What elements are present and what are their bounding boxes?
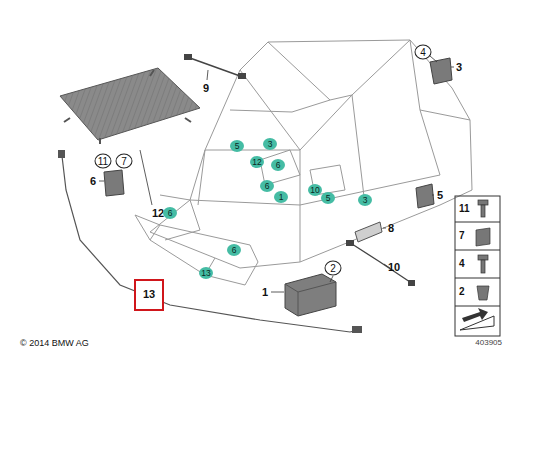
position-marker: 5 xyxy=(321,192,335,204)
callout-number: 7 xyxy=(116,154,133,169)
table-cell: 4 xyxy=(459,259,465,269)
callout-number: 1 xyxy=(262,287,268,298)
callout-number: 13 xyxy=(143,288,155,301)
drawing-number: 403905 xyxy=(475,339,502,347)
callout-number: 5 xyxy=(437,190,443,201)
callout-number: 2 xyxy=(325,261,342,276)
callout-number: 4 xyxy=(415,45,432,60)
callout-number: 9 xyxy=(203,83,209,94)
position-marker: 12 xyxy=(250,156,264,168)
position-marker: 3 xyxy=(358,194,372,206)
position-marker: 6 xyxy=(227,244,241,256)
table-cell: 11 xyxy=(459,204,470,214)
position-marker: 6 xyxy=(163,207,177,219)
callout-number: 10 xyxy=(388,262,400,273)
callout-number: 11 xyxy=(95,154,112,169)
callout-number: 8 xyxy=(388,223,394,234)
copyright-note: © 2014 BMW AG xyxy=(20,339,89,348)
position-marker: 6 xyxy=(271,159,285,171)
position-marker: 3 xyxy=(263,138,277,150)
position-marker: 13 xyxy=(199,267,213,279)
position-marker: 10 xyxy=(308,184,322,196)
table-cell: 2 xyxy=(459,287,465,297)
highlight-box: 13 xyxy=(134,279,164,311)
position-marker: 6 xyxy=(260,180,274,192)
table-cell: 7 xyxy=(459,231,465,241)
position-marker: 1 xyxy=(274,191,288,203)
callout-number: 6 xyxy=(90,176,96,187)
callout-number: 3 xyxy=(456,62,462,73)
position-marker: 5 xyxy=(230,140,244,152)
